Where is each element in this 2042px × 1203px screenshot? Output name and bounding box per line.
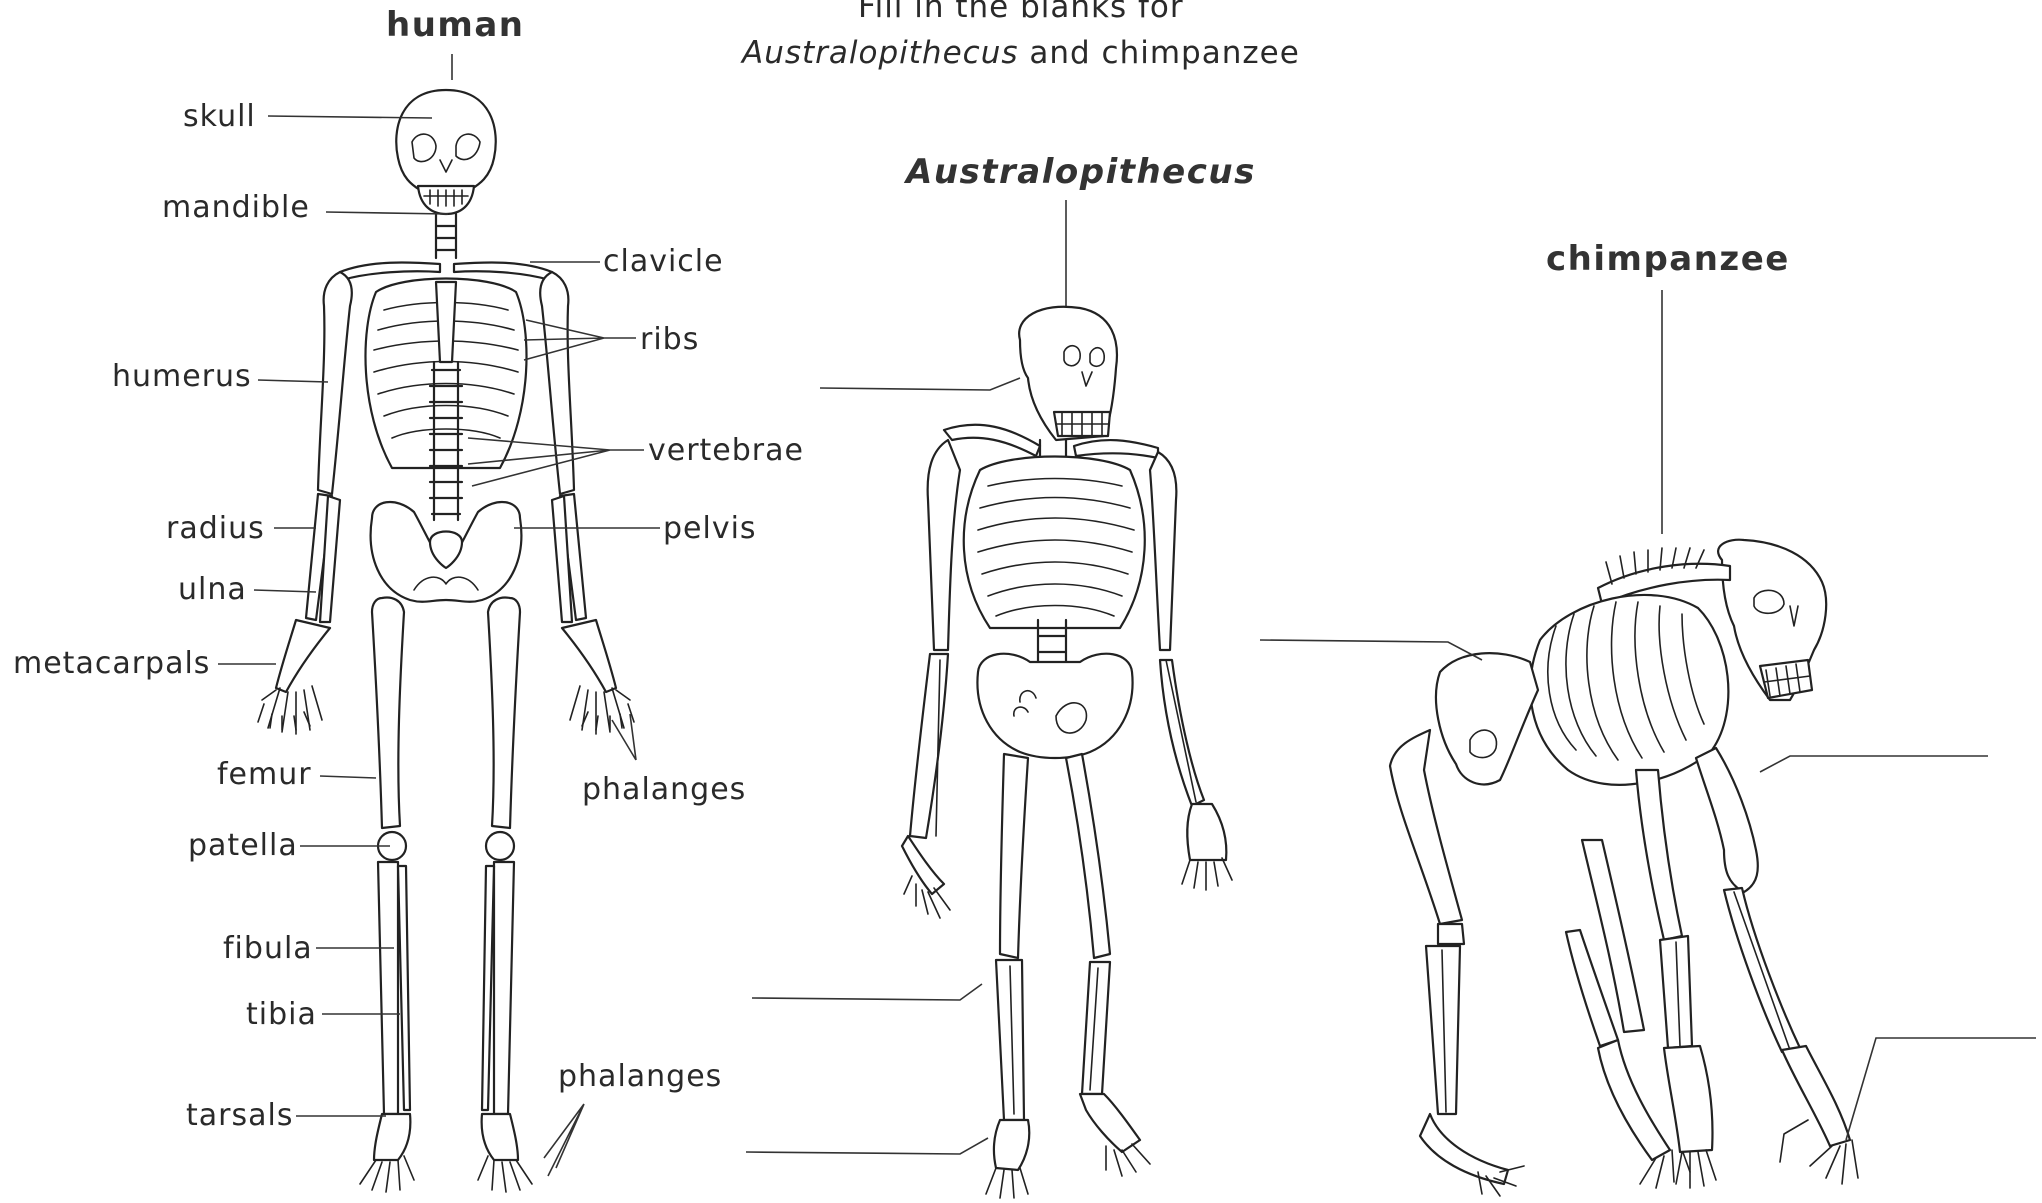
chimpanzee-skeleton bbox=[1260, 290, 2036, 1196]
human-skeleton bbox=[218, 54, 660, 1192]
australopithecus-skeleton bbox=[746, 200, 1232, 1198]
